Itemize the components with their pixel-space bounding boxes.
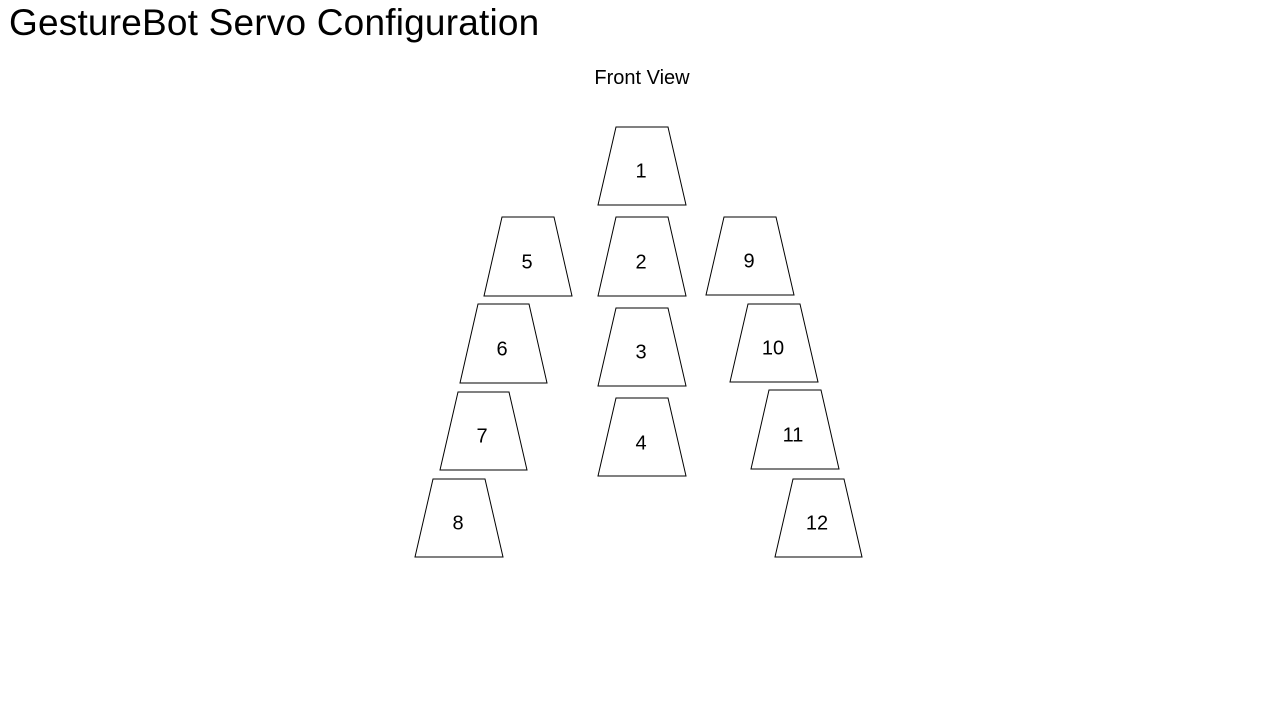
servo-7-label: 7	[476, 425, 487, 447]
servo-10-shape	[729, 303, 819, 383]
servo-6: 6	[459, 303, 548, 384]
servo-8-shape	[414, 478, 504, 558]
servo-10: 10	[729, 303, 819, 383]
servo-11-shape	[750, 389, 840, 470]
view-label: Front View	[594, 67, 690, 89]
servo-9-shape	[705, 216, 795, 296]
servo-3: 3	[597, 307, 687, 387]
servo-3-shape	[597, 307, 687, 387]
servo-1-shape	[597, 126, 687, 206]
servo-8: 8	[414, 478, 504, 558]
servo-2-shape	[597, 216, 687, 297]
servo-11: 11	[750, 389, 840, 470]
servo-5-shape	[483, 216, 573, 297]
servo-12-label: 12	[806, 512, 828, 534]
servo-7: 7	[439, 391, 528, 471]
servo-1: 1	[597, 126, 687, 206]
servo-2: 2	[597, 216, 687, 297]
servo-12: 12	[774, 478, 863, 558]
servo-6-label: 6	[496, 338, 507, 360]
servo-8-label: 8	[452, 512, 463, 534]
servo-4-label: 4	[635, 432, 646, 454]
servo-11-label: 11	[783, 424, 804, 446]
servo-4-shape	[597, 397, 687, 477]
servo-1-label: 1	[635, 160, 646, 182]
servo-12-shape	[774, 478, 863, 558]
servo-2-label: 2	[635, 251, 646, 273]
slide-title: GestureBot Servo Configuration	[9, 2, 540, 43]
servo-4: 4	[597, 397, 687, 477]
servo-7-shape	[439, 391, 528, 471]
servo-5: 5	[483, 216, 573, 297]
servo-3-label: 3	[635, 341, 646, 363]
servo-9: 9	[705, 216, 795, 296]
servo-6-shape	[459, 303, 548, 384]
servo-9-label: 9	[743, 250, 754, 272]
servo-10-label: 10	[762, 337, 784, 359]
servo-5-label: 5	[521, 251, 532, 273]
